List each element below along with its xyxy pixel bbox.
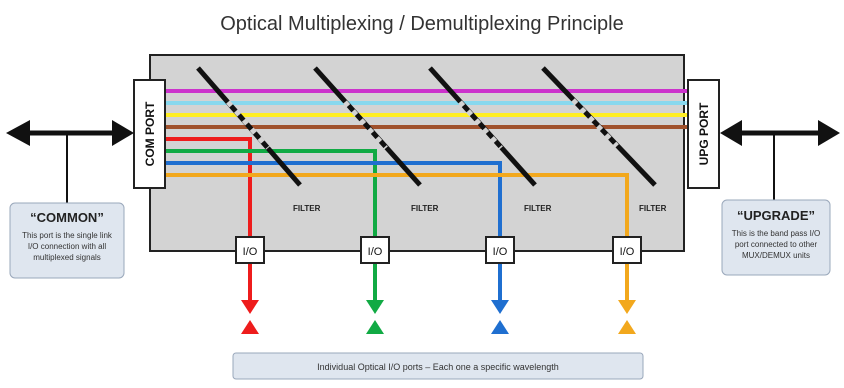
filter-label-2: FILTER	[411, 204, 439, 213]
filter-1	[196, 66, 302, 187]
wavelength-path-orange	[165, 173, 629, 238]
filter-2-dashes	[343, 100, 388, 150]
wavelength-path-blue	[165, 161, 502, 238]
io-port-2: I/O	[360, 236, 390, 334]
io-port-label-3: I/O	[493, 246, 508, 258]
io-port-box-2	[360, 236, 390, 264]
dropped-wavelengths	[165, 137, 629, 238]
common-callout-title: “COMMON”	[30, 210, 104, 225]
io-port-label-1: I/O	[243, 246, 258, 258]
upgrade-callout-line-2: port connected to other	[735, 240, 818, 249]
filter-1-dashes	[226, 100, 270, 150]
common-callout-line-1: This port is the single link	[22, 231, 113, 240]
io-port-label-2: I/O	[368, 246, 383, 258]
common-callout-box	[9, 202, 125, 279]
filter-3	[428, 66, 537, 187]
common-callout-line-3: multiplexed signals	[33, 253, 101, 262]
upgrade-callout-line-1: This is the band pass I/O	[732, 229, 821, 238]
io-port-arrow-down-3	[491, 300, 509, 314]
io-port-4: I/O	[612, 236, 642, 334]
com-port-box	[133, 79, 166, 189]
io-port-arrow-up-2	[366, 320, 384, 334]
filter-3-dashes	[458, 100, 503, 150]
upgrade-double-arrow	[720, 120, 840, 200]
io-port-box-1	[235, 236, 265, 264]
diagram-title: Optical Multiplexing / Demultiplexing Pr…	[220, 13, 624, 35]
io-port-3: I/O	[485, 236, 515, 334]
filters	[196, 66, 657, 187]
filter-2	[313, 66, 422, 187]
com-port-label: COM PORT	[143, 101, 157, 166]
upgrade-callout-title: “UPGRADE”	[737, 208, 815, 223]
common-callout-line-2: I/O connection with all	[28, 242, 106, 251]
io-port-box-3	[485, 236, 515, 264]
io-port-1: I/O	[235, 236, 265, 334]
pass-through-wavelengths	[165, 89, 690, 129]
filter-label-1: FILTER	[293, 204, 321, 213]
filter-label-3: FILTER	[524, 204, 552, 213]
upgrade-callout-box	[721, 199, 831, 276]
io-port-arrow-up-4	[618, 320, 636, 334]
io-port-arrow-up-1	[241, 320, 259, 334]
common-double-arrow	[6, 120, 134, 203]
caption-box	[232, 352, 644, 380]
caption-text: Individual Optical I/O ports – Each one …	[317, 362, 559, 372]
io-port-arrow-up-3	[491, 320, 509, 334]
upg-port-box	[687, 79, 720, 189]
filter-label-4: FILTER	[639, 204, 667, 213]
io-port-arrow-down-4	[618, 300, 636, 314]
upgrade-callout-line-3: MUX/DEMUX units	[742, 251, 810, 260]
io-port-label-4: I/O	[620, 246, 635, 258]
wavelength-path-green	[165, 149, 377, 238]
io-port-box-4	[612, 236, 642, 264]
upg-port-label: UPG PORT	[697, 102, 711, 165]
io-port-arrow-down-1	[241, 300, 259, 314]
io-port-arrow-down-2	[366, 300, 384, 314]
wavelength-path-red	[165, 137, 252, 238]
